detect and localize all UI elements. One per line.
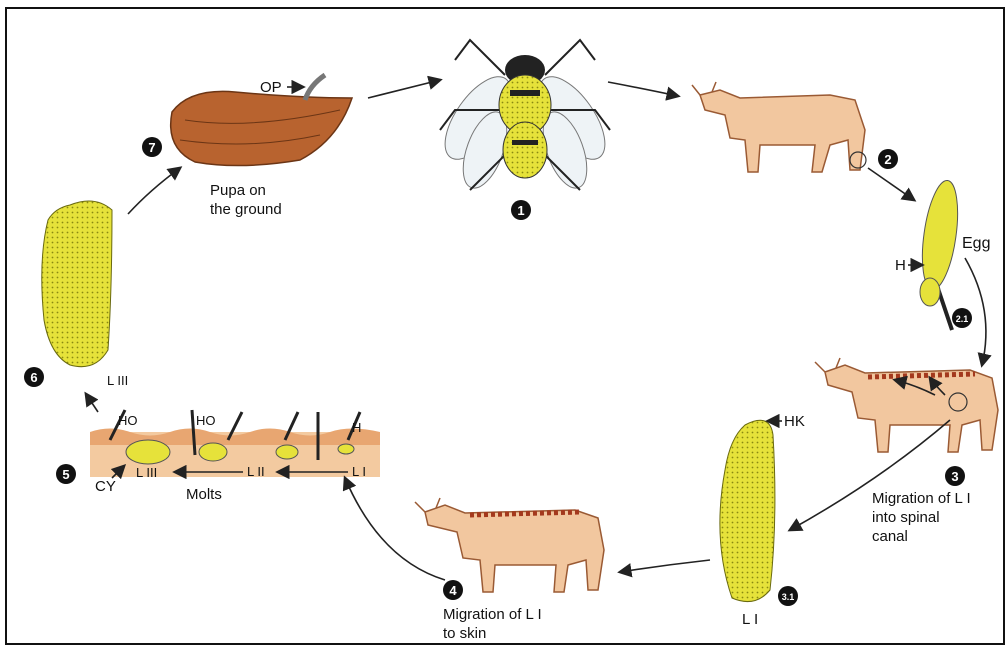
molts-label: Molts <box>186 486 222 503</box>
cattle-egg-laying <box>692 82 866 172</box>
stage-6-badge: 6 <box>24 367 44 387</box>
stage-4-caption-line1: Migration of L I <box>443 606 542 623</box>
arrow-cattle-to-egg <box>868 168 914 200</box>
stage-2-badge: 2 <box>878 149 898 169</box>
first-instar-larva <box>720 420 775 601</box>
stage-4-number: 4 <box>449 583 457 598</box>
hook-label: HK <box>784 413 805 430</box>
stage-2-1-badge: 2.1 <box>952 308 972 328</box>
stage-7-number: 7 <box>148 140 155 155</box>
stage-5-number: 5 <box>62 467 69 482</box>
stage-7-caption-line1: Pupa on <box>210 182 266 199</box>
first-instar-label: L I <box>742 611 758 628</box>
stage-3-1-badge: 3.1 <box>778 586 798 606</box>
arrow-larva-to-cattle <box>620 560 710 572</box>
stage-7-caption-line2: the ground <box>210 201 282 218</box>
stage-3-1-number: 3.1 <box>782 592 795 602</box>
egg-label: Egg <box>962 235 990 252</box>
arrow-pupa-to-fly <box>368 80 440 98</box>
stage-2-1-number: 2.1 <box>956 314 969 324</box>
l1-label: L I <box>352 464 366 479</box>
op-label: OP <box>260 79 282 96</box>
arrow-skin-to-larva <box>86 394 98 412</box>
third-instar-larva <box>42 201 112 367</box>
adult-fly <box>432 40 617 194</box>
stage-4-caption-line2: to skin <box>443 625 486 642</box>
arrow-larva-to-pupa <box>128 168 180 214</box>
stage-1-badge: 1 <box>511 200 531 220</box>
stage-3-caption-line3: canal <box>872 528 908 545</box>
stage-7-badge: 7 <box>142 137 162 157</box>
stage-3-caption-line2: into spinal <box>872 509 940 526</box>
stage-3-caption-line1: Migration of L I <box>872 490 971 507</box>
cattle-spinal-migration <box>815 358 998 452</box>
ho-label-b: HO <box>196 413 216 428</box>
cattle-skin-migration <box>415 498 604 592</box>
stage-2-number: 2 <box>884 152 891 167</box>
l2-label: L II <box>247 464 265 479</box>
third-instar-label: L III <box>107 373 128 388</box>
stage-1-number: 1 <box>517 203 524 218</box>
arrow-fly-to-cattle <box>608 82 678 96</box>
egg-hair-label: H <box>895 257 906 274</box>
stage-4-badge: 4 <box>443 580 463 600</box>
ho-label-a: HO <box>118 413 138 428</box>
stage-5-badge: 5 <box>56 464 76 484</box>
arrow-cattle-to-skin <box>345 478 445 580</box>
stage-3-badge: 3 <box>945 466 965 486</box>
stage-6-number: 6 <box>30 370 37 385</box>
egg-on-hair <box>917 178 964 330</box>
stage-3-number: 3 <box>951 469 958 484</box>
l3-label: L III <box>136 465 157 480</box>
cyst-label: CY <box>95 478 116 495</box>
skin-hair-label: H <box>352 420 361 435</box>
